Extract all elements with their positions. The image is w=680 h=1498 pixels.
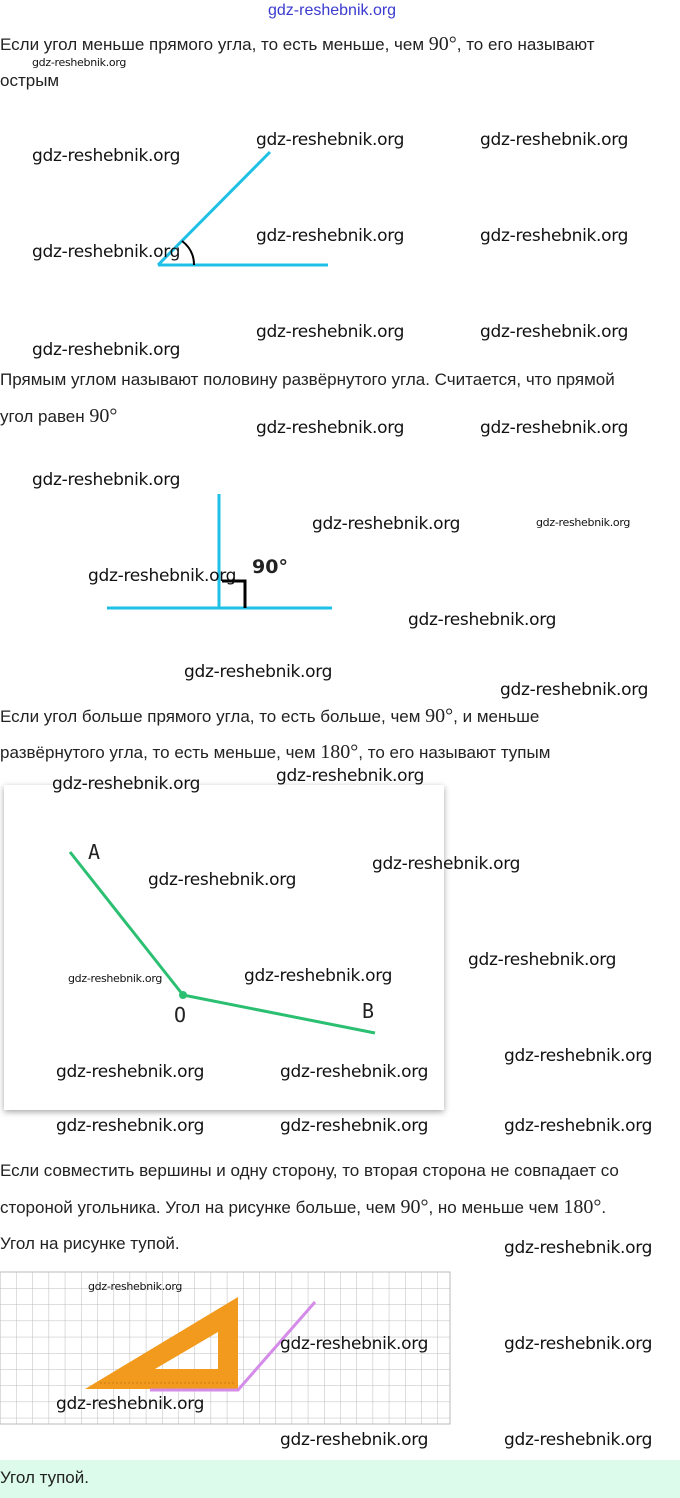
watermark: gdz-reshebnik.org	[52, 774, 201, 794]
text: , то его называют тупым	[358, 743, 551, 762]
paragraph-obtuse: Если угол больше прямого угла, то есть б…	[0, 705, 539, 728]
watermark: gdz-reshebnik.org	[504, 1116, 653, 1136]
math: 90°	[89, 405, 118, 427]
right-angle-figure	[107, 494, 332, 610]
site-header-link[interactable]: gdz-reshebnik.org	[268, 2, 397, 19]
watermark: gdz-reshebnik.org	[536, 516, 631, 529]
math: 90°	[428, 33, 457, 55]
paragraph-compare-2: стороной угольника. Угол на рисунке боль…	[0, 1196, 606, 1219]
paragraph-acute: Если угол меньше прямого угла, то есть м…	[0, 33, 595, 56]
acute-angle-figure	[156, 150, 328, 267]
watermark: gdz-reshebnik.org	[276, 766, 425, 786]
watermark: gdz-reshebnik.org	[504, 1334, 653, 1354]
paragraph-obtuse-2: развёрнутого угла, то есть меньше, чем 1…	[0, 741, 550, 764]
obtuse-angle-svg	[68, 851, 376, 1035]
watermark: gdz-reshebnik.org	[32, 340, 181, 360]
watermark: gdz-reshebnik.org	[280, 1430, 429, 1450]
watermark: gdz-reshebnik.org	[184, 662, 333, 682]
obtuse-angle-figure: A O B	[4, 785, 444, 1110]
watermark: gdz-reshebnik.org	[312, 514, 461, 534]
math: 90°	[425, 705, 454, 727]
text: Если угол больше прямого угла, то есть б…	[0, 707, 426, 726]
answer-box: Угол тупой.	[0, 1460, 680, 1498]
text: , то его называют	[456, 35, 595, 54]
watermark: gdz-reshebnik.org	[480, 130, 629, 150]
watermark: gdz-reshebnik.org	[32, 242, 181, 262]
text: .	[601, 1198, 607, 1217]
watermark: gdz-reshebnik.org	[244, 966, 393, 986]
right-angle-label: 90°	[252, 556, 288, 578]
watermark: gdz-reshebnik.org	[32, 56, 127, 69]
watermark: gdz-reshebnik.org	[468, 950, 617, 970]
watermark: gdz-reshebnik.org	[88, 566, 237, 586]
watermark: gdz-reshebnik.org	[504, 1238, 653, 1258]
watermark: gdz-reshebnik.org	[256, 226, 405, 246]
watermark: gdz-reshebnik.org	[88, 1280, 183, 1293]
paragraph-right-2: угол равен 90°	[0, 405, 117, 428]
text: угол равен	[0, 407, 90, 426]
answer-text: Угол тупой.	[0, 1468, 89, 1487]
watermark: gdz-reshebnik.org	[504, 1430, 653, 1450]
watermark: gdz-reshebnik.org	[56, 1062, 205, 1082]
paragraph-right: Прямым углом называют половину развёрнут…	[0, 370, 615, 389]
text: Если угол меньше прямого угла, то есть м…	[0, 35, 429, 54]
watermark: gdz-reshebnik.org	[56, 1116, 205, 1136]
math: 90°	[400, 1196, 429, 1218]
watermark: gdz-reshebnik.org	[32, 470, 181, 490]
point-b-label: B	[362, 999, 375, 1023]
watermark: gdz-reshebnik.org	[280, 1334, 429, 1354]
watermark: gdz-reshebnik.org	[480, 418, 629, 438]
point-a-label: A	[88, 840, 101, 864]
watermark: gdz-reshebnik.org	[256, 418, 405, 438]
watermark: gdz-reshebnik.org	[480, 226, 629, 246]
watermark: gdz-reshebnik.org	[280, 1062, 429, 1082]
watermark: gdz-reshebnik.org	[68, 972, 163, 985]
watermark: gdz-reshebnik.org	[372, 854, 521, 874]
watermark: gdz-reshebnik.org	[148, 870, 297, 890]
watermark: gdz-reshebnik.org	[280, 1116, 429, 1136]
watermark: gdz-reshebnik.org	[408, 610, 557, 630]
watermark: gdz-reshebnik.org	[56, 1394, 205, 1414]
paragraph-acute-end: острым	[0, 71, 60, 90]
watermark: gdz-reshebnik.org	[256, 322, 405, 342]
watermark: gdz-reshebnik.org	[504, 1046, 653, 1066]
math: 180°	[563, 1196, 602, 1218]
text: стороной угольника. Угол на рисунке боль…	[0, 1198, 401, 1217]
paragraph-compare-3: Угол на рисунке тупой.	[0, 1234, 180, 1253]
watermark: gdz-reshebnik.org	[32, 146, 181, 166]
paragraph-compare: Если совместить вершины и одну сторону, …	[0, 1161, 619, 1180]
point-o-label: O	[174, 1003, 187, 1027]
watermark: gdz-reshebnik.org	[480, 322, 629, 342]
watermark: gdz-reshebnik.org	[256, 130, 405, 150]
text: , и меньше	[453, 707, 540, 726]
text: развёрнутого угла, то есть меньше, чем	[0, 743, 321, 762]
watermark: gdz-reshebnik.org	[500, 680, 649, 700]
math: 180°	[320, 741, 359, 763]
text: , но меньше чем	[428, 1198, 564, 1217]
